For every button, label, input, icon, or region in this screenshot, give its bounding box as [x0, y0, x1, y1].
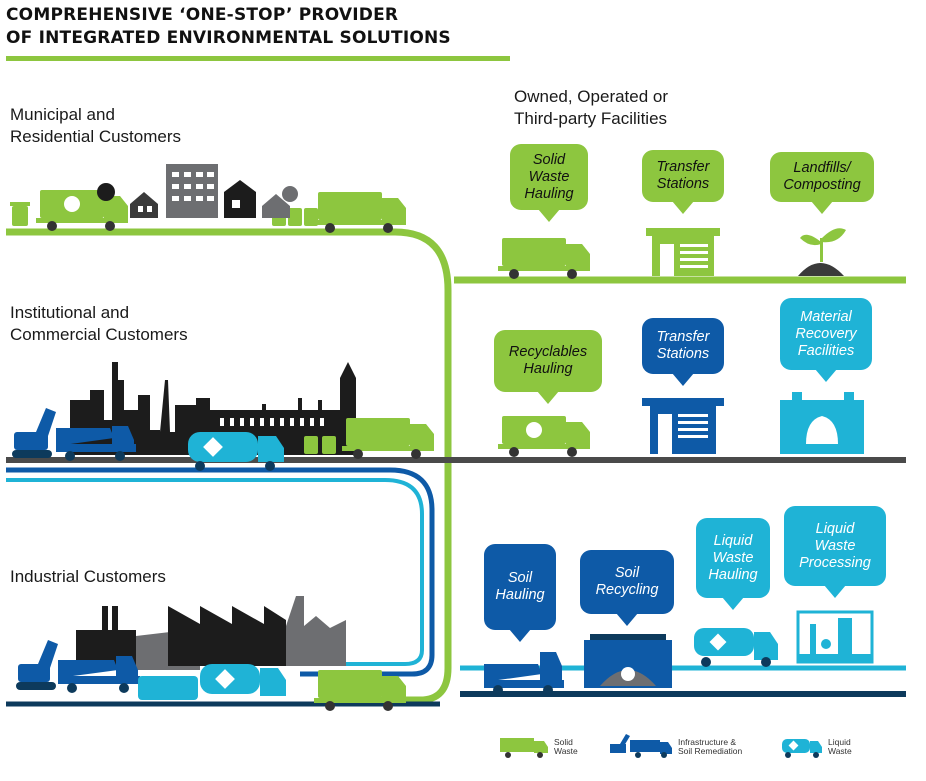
bubble-text: Stations: [656, 176, 710, 192]
bubble-text: Composting: [783, 177, 861, 193]
tanker-truck-icon: [138, 664, 286, 700]
garbage-truck-icon: [342, 418, 434, 459]
municipal-customers-label: Municipal and Residential Customers: [10, 104, 181, 148]
bubble-text: Recycling: [595, 582, 659, 598]
dump-truck-icon: [56, 426, 136, 461]
bubble-text: Recyclables: [508, 344, 588, 360]
bubble-text: Liquid: [815, 520, 855, 537]
dump-truck-icon: [58, 656, 140, 693]
bubble-text: Soil: [614, 565, 640, 581]
legend-text: Waste: [554, 746, 578, 756]
institutional-label-line-1: Institutional and: [10, 303, 130, 322]
legend-infrastructure: Infrastructure &Soil Remediation: [678, 738, 742, 756]
excavator-icon: [12, 408, 56, 458]
bubble-text: Waste: [814, 537, 856, 554]
blue-flow-line: [6, 467, 435, 677]
bubble-text: Material: [800, 308, 852, 325]
bubble-text: Hauling: [708, 566, 758, 583]
facilities-heading-line-1: Owned, Operated or: [514, 87, 669, 106]
garbage-truck-icon: [314, 670, 406, 711]
bubble-text: Soil: [507, 570, 533, 586]
bubble-text: Waste: [712, 549, 754, 566]
bubble-text: Hauling: [495, 587, 545, 603]
legend-text: Liquid: [828, 737, 851, 747]
industrial-customers-label: Industrial Customers: [10, 566, 166, 588]
recovery-facility-icon: [780, 392, 864, 454]
house-icon: [262, 194, 290, 218]
garbage-truck-icon: [498, 416, 590, 457]
legend-text: Waste: [828, 746, 852, 756]
sprout-icon: [798, 228, 846, 276]
title-underline: [6, 56, 510, 61]
building-icon: [166, 164, 218, 218]
excavator-icon: [16, 640, 58, 690]
bubble-text: Solid: [532, 151, 566, 168]
green-flow-line: [6, 228, 452, 704]
municipal-label-line-1: Municipal and: [10, 105, 115, 124]
legend-liquid-waste-icon: [782, 739, 822, 758]
processing-plant-icon: [796, 610, 874, 664]
bubble-text: Recovery: [795, 325, 857, 342]
bubble-text: Hauling: [524, 185, 574, 202]
flow-lines: [6, 228, 906, 707]
legend-text: Solid: [554, 737, 573, 747]
bubble-text: Processing: [799, 554, 871, 571]
institutional-label-line-2: Commercial Customers: [10, 325, 188, 344]
legend-text: Soil Remediation: [678, 746, 743, 756]
page-title: COMPREHENSIVE ‘ONE-STOP’ PROVIDER OF INT…: [6, 4, 451, 50]
title-line-1: COMPREHENSIVE ‘ONE-STOP’ PROVIDER: [6, 5, 399, 25]
legend-solid-waste-icon: [500, 738, 548, 758]
institutional-customers-label: Institutional and Commercial Customers: [10, 302, 188, 346]
title-line-2: OF INTEGRATED ENVIRONMENTAL SOLUTIONS: [6, 28, 451, 48]
facilities-heading: Owned, Operated or Third-party Facilitie…: [514, 86, 668, 130]
bubble-text: Hauling: [523, 361, 573, 377]
soil-recycling-icon: [584, 634, 672, 688]
garbage-truck-icon: [36, 190, 128, 231]
bubble-text: Transfer: [656, 159, 710, 175]
dump-truck-icon: [484, 652, 564, 695]
bubble-text: Landfills/: [793, 160, 851, 176]
bubble-text: Stations: [656, 346, 710, 362]
municipal-label-line-2: Residential Customers: [10, 127, 182, 146]
legend-infrastructure-icon: [610, 734, 672, 758]
tanker-truck-icon: [694, 628, 778, 667]
municipal-scene: [10, 164, 406, 233]
tanker-truck-icon: [188, 432, 284, 471]
legend-text: Infrastructure &: [678, 737, 737, 747]
garbage-truck-icon: [314, 192, 406, 233]
facilities-heading-line-2: Third-party Facilities: [514, 109, 668, 128]
bubble-landfills-composting: Landfills/Composting: [770, 152, 874, 214]
bubble-text: Waste: [528, 168, 570, 185]
bubble-text: Liquid: [713, 532, 753, 549]
garbage-truck-icon: [498, 238, 590, 279]
bubble-text: Facilities: [797, 342, 855, 359]
window-pattern: [220, 418, 324, 426]
cyan-flow-line: [6, 478, 424, 666]
recycle-bin-icon: [304, 436, 336, 454]
bubble-text: Transfer: [656, 329, 710, 345]
transfer-station-icon: [646, 228, 720, 276]
industrial-label-line-1: Industrial Customers: [10, 567, 166, 586]
house-icon: [224, 180, 256, 218]
transfer-station-icon: [642, 398, 724, 454]
house-icon: [130, 192, 158, 218]
